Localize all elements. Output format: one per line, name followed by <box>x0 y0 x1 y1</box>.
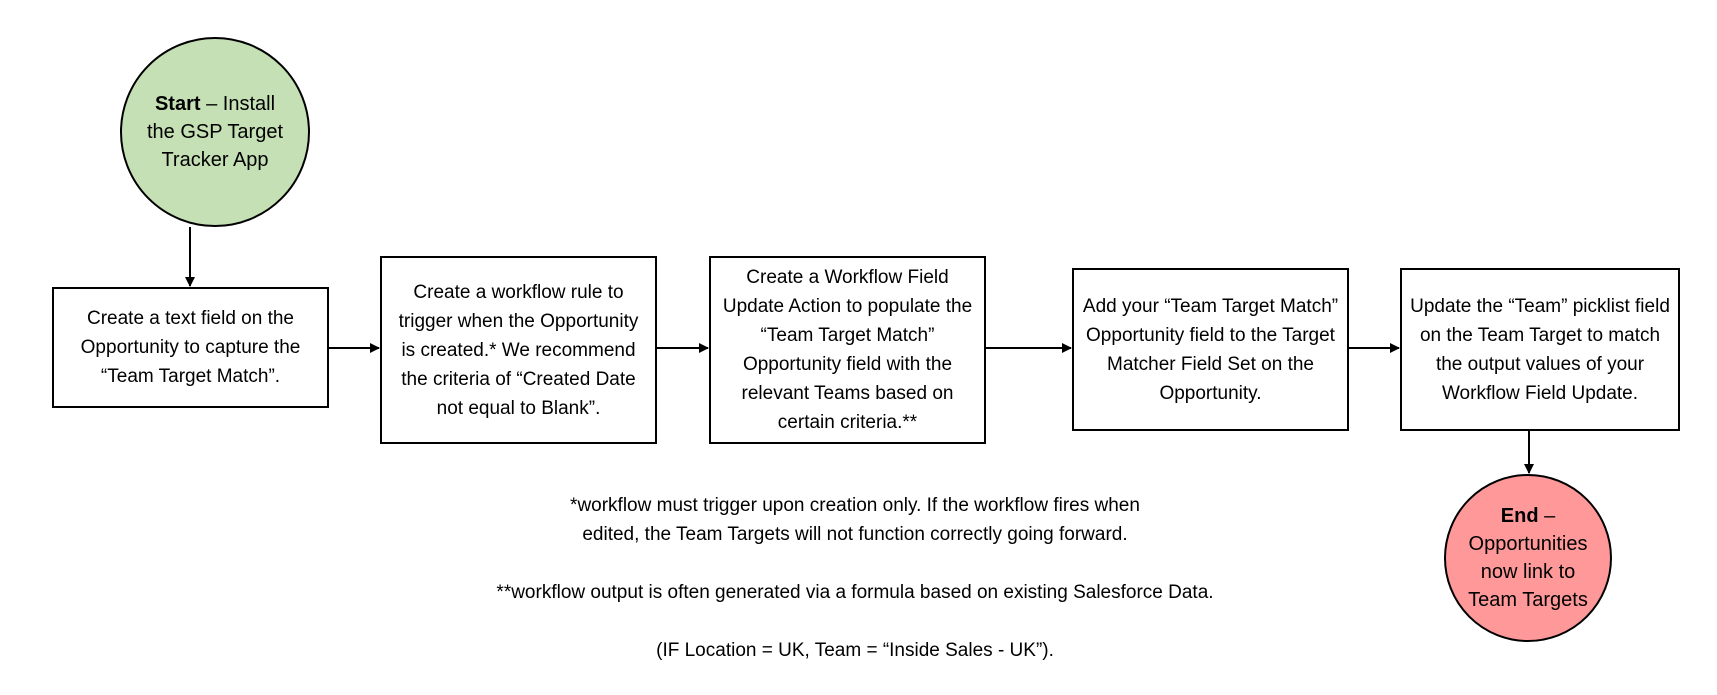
end-text: – Opportunities now link to Team Targets <box>1468 505 1588 611</box>
step-5-box: Update the “Team” picklist field on the … <box>1400 268 1680 431</box>
step-1-box: Create a text field on the Opportunity t… <box>52 287 329 408</box>
start-node: Start – Install the GSP Target Tracker A… <box>120 37 310 227</box>
end-node: End – Opportunities now link to Team Tar… <box>1444 474 1612 642</box>
step-4-box: Add your “Team Target Match” Opportunity… <box>1072 268 1349 431</box>
footnote-1-line-2: edited, the Team Targets will not functi… <box>582 524 1128 545</box>
footnote-1-line-1: *workflow must trigger upon creation onl… <box>570 495 1140 516</box>
footnote-example: (IF Location = UK, Team = “Inside Sales … <box>656 640 1054 661</box>
step-1-text: Create a text field on the Opportunity t… <box>80 308 301 387</box>
step-2-box: Create a workflow rule to trigger when t… <box>380 256 657 444</box>
step-2-text: Create a workflow rule to trigger when t… <box>398 281 639 419</box>
step-3-text: Create a Workflow Field Update Action to… <box>722 267 973 433</box>
start-bold: Start <box>154 93 201 115</box>
footnote-workflow-trigger: *workflow must trigger upon creation onl… <box>400 491 1310 549</box>
step-3-box: Create a Workflow Field Update Action to… <box>709 256 986 444</box>
start-text: – Install the GSP Target Tracker App <box>146 93 283 171</box>
step-5-text: Update the “Team” picklist field on the … <box>1410 295 1670 404</box>
footnote-workflow-output: **workflow output is often generated via… <box>496 582 1214 603</box>
end-bold: End <box>1500 505 1539 527</box>
step-4-text: Add your “Team Target Match” Opportunity… <box>1082 295 1339 404</box>
